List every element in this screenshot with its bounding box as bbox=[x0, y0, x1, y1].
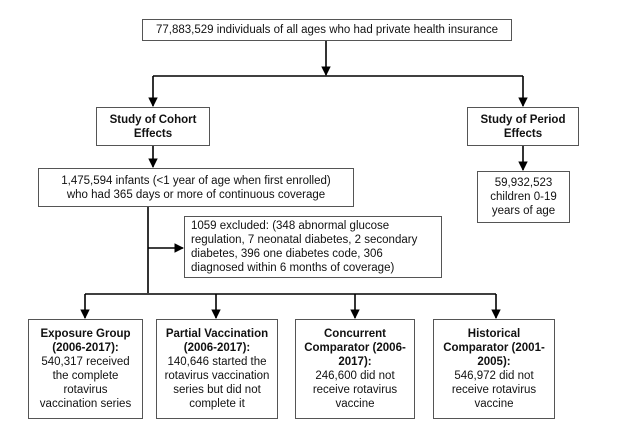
excluded-line2: regulation, 7 neonatal diabetes, 2 secon… bbox=[191, 234, 418, 246]
excluded-line4: diagnosed within 6 months of coverage) bbox=[191, 262, 395, 274]
partial-title2: (2006-2017): bbox=[183, 342, 251, 354]
exposure-body2: the complete bbox=[52, 370, 119, 382]
partial-body1: 140,646 started the bbox=[167, 356, 267, 368]
period-title-line2: Effects bbox=[503, 127, 543, 140]
children-line1: 59,932,523 bbox=[494, 177, 553, 189]
concurrent-title1: Concurrent bbox=[324, 328, 386, 340]
concurrent-body1: 246,600 did not bbox=[315, 370, 395, 382]
total-population-text: 77,883,529 individuals of all ages who h… bbox=[155, 24, 499, 36]
partial-vaccination-box: Partial Vaccination (2006-2017): 140,646… bbox=[156, 319, 278, 419]
exposure-title1: Exposure Group bbox=[40, 328, 131, 340]
concurrent-body3: vaccine bbox=[335, 398, 375, 410]
historical-title3: 2005): bbox=[477, 356, 511, 368]
period-effects-box: Study of Period Effects bbox=[467, 107, 579, 146]
exposure-title2: (2006-2017): bbox=[52, 342, 119, 354]
historical-title1: Historical bbox=[467, 328, 521, 340]
cohort-title-line1: Study of Cohort bbox=[109, 113, 197, 126]
concurrent-body2: receive rotavirus bbox=[312, 384, 398, 396]
excluded-line3: diabetes, 396 one diabetes code, 306 bbox=[191, 248, 383, 260]
partial-body4: complete it bbox=[189, 398, 245, 410]
excluded-box: 1059 excluded: (348 abnormal glucose reg… bbox=[184, 216, 442, 278]
children-box: 59,932,523 children 0-19 years of age bbox=[477, 171, 570, 223]
excluded-line1: 1059 excluded: (348 abnormal glucose bbox=[191, 220, 390, 232]
partial-body2: rotavirus vaccination bbox=[164, 370, 270, 382]
infants-line1: 1,475,594 infants (<1 year of age when f… bbox=[61, 174, 331, 187]
partial-body3: series but did not bbox=[173, 384, 261, 396]
children-line2: children 0-19 bbox=[490, 191, 557, 203]
historical-title2: Comparator (2001- bbox=[443, 342, 545, 354]
historical-body2: receive rotavirus bbox=[451, 384, 537, 396]
exposure-body4: vaccination series bbox=[39, 398, 132, 410]
exposure-group-box: Exposure Group (2006-2017): 540,317 rece… bbox=[28, 319, 143, 419]
concurrent-title3: 2017): bbox=[338, 356, 372, 368]
partial-title1: Partial Vaccination bbox=[165, 328, 269, 340]
exposure-body1: 540,317 received bbox=[41, 356, 130, 368]
total-population-box: 77,883,529 individuals of all ages who h… bbox=[142, 19, 512, 41]
concurrent-title2: Comparator (2006- bbox=[304, 342, 406, 354]
children-line3: years of age bbox=[491, 205, 556, 217]
infants-box: 1,475,594 infants (<1 year of age when f… bbox=[38, 168, 354, 207]
infants-line2: who had 365 days or more of continuous c… bbox=[66, 188, 326, 201]
concurrent-comparator-box: Concurrent Comparator (2006- 2017): 246,… bbox=[295, 319, 415, 419]
cohort-effects-box: Study of Cohort Effects bbox=[96, 107, 210, 146]
historical-body1: 546,972 did not bbox=[454, 370, 534, 382]
period-title-line1: Study of Period bbox=[480, 113, 566, 126]
exposure-body3: rotavirus bbox=[63, 384, 108, 396]
historical-comparator-box: Historical Comparator (2001- 2005): 546,… bbox=[433, 319, 555, 419]
cohort-title-line2: Effects bbox=[133, 127, 173, 140]
historical-body3: vaccine bbox=[474, 398, 514, 410]
